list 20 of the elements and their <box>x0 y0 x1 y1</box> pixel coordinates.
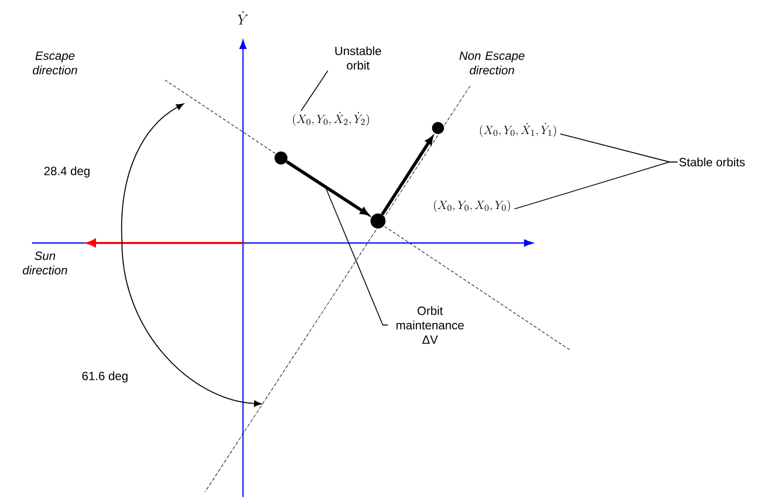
angle-label: 61.6 deg <box>82 371 128 383</box>
leader-line <box>324 186 388 326</box>
arrow <box>380 136 434 216</box>
direction-label: Sun direction <box>22 252 68 274</box>
callout-text: Stable orbits <box>679 158 745 166</box>
axis-label: $\dot{Y}$ <box>238 11 248 25</box>
callout-text: Orbit maintenance ΔV <box>396 306 464 344</box>
direction-label: Non Escape direction <box>459 52 524 74</box>
arrow <box>286 160 369 216</box>
angle-label: 28.4 deg <box>44 166 90 178</box>
leader-line <box>300 70 328 112</box>
orbit-point <box>370 214 386 228</box>
orbit-point <box>274 152 288 164</box>
direction-label: Escape direction <box>32 52 78 74</box>
state-formula: $(X_0,Y_0,\dot{X}_1,\dot{Y}_1)$ <box>480 123 556 137</box>
callout-text: Unstable orbit <box>335 46 382 70</box>
orbit-point <box>432 122 444 134</box>
leader-line <box>514 162 678 210</box>
state-formula: $(X_0,Y_0,X_0,Y_0)$ <box>434 200 510 212</box>
state-formula: $(X_0,Y_0,\dot{X}_2,\dot{Y}_2)$ <box>293 112 369 126</box>
